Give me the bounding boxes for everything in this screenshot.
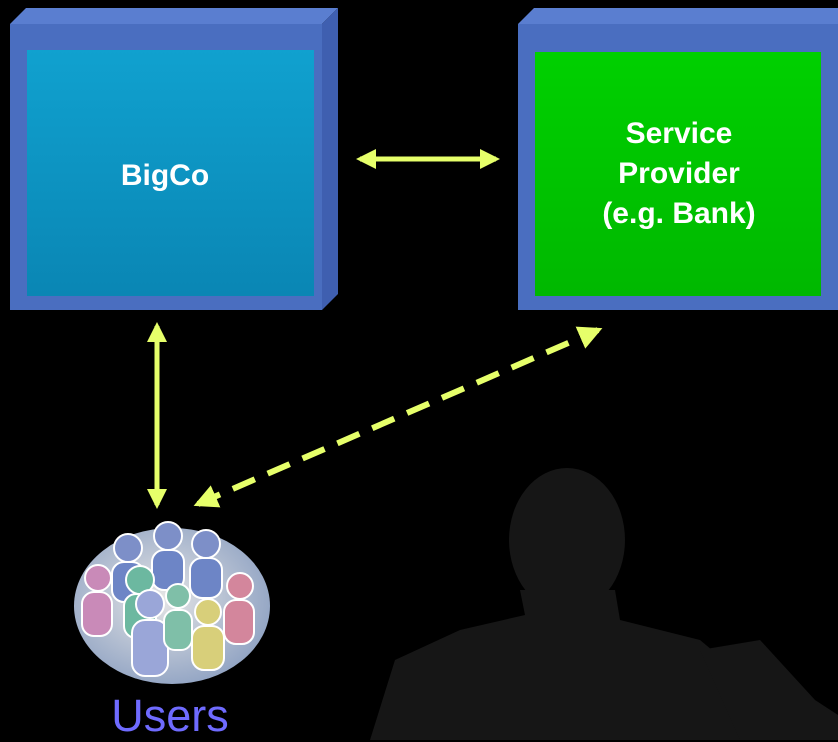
- service-provider-box[interactable]: [518, 8, 838, 310]
- speaker-silhouette: [370, 468, 838, 740]
- bigco-box[interactable]: [10, 8, 338, 310]
- users-service-dashed-arrow: [193, 326, 603, 508]
- users-label: Users: [111, 690, 229, 741]
- service-provider-label-line-3: (e.g. Bank): [602, 197, 756, 230]
- service-provider-label: Service Provider (e.g. Bank): [534, 114, 824, 234]
- service-provider-label-line-2: Provider: [618, 157, 740, 190]
- service-provider-label-line-1: Service: [625, 117, 733, 150]
- users-group-icon[interactable]: [74, 521, 270, 684]
- bigco-label: BigCo: [120, 159, 210, 192]
